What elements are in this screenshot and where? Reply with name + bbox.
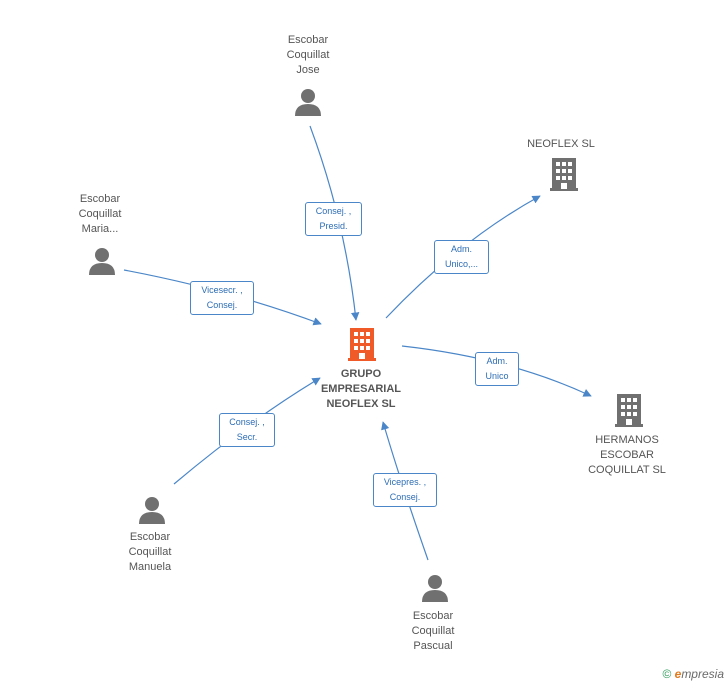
building-icon[interactable]: [348, 328, 376, 361]
label-line: Escobar: [287, 34, 329, 46]
edge-label-line: Unico,...: [444, 259, 478, 269]
edge-label-line: Vicepres. ,: [383, 477, 427, 487]
edge-label-maria[interactable]: Vicesecr. , Consej.: [190, 281, 254, 315]
label-line: Maria...: [81, 223, 119, 235]
building-icon[interactable]: [550, 158, 578, 191]
edge-label-line: Unico: [485, 371, 509, 381]
label-line: Coquillat: [78, 208, 122, 220]
label-line: Escobar: [79, 193, 121, 205]
label-line: Escobar: [129, 531, 171, 543]
center-company-label[interactable]: GRUPO EMPRESARIAL NEOFLEX SL: [306, 367, 416, 412]
label-line: Coquillat: [286, 49, 330, 61]
company-label-neoflex[interactable]: NEOFLEX SL: [514, 137, 608, 152]
edge-label-line: Consej. ,: [229, 417, 265, 427]
label-line: NEOFLEX SL: [326, 398, 396, 410]
person-label-maria[interactable]: Escobar Coquillat Maria...: [58, 192, 142, 237]
edge-label-line: Consej. ,: [315, 206, 352, 216]
edge-label-line: Adm.: [450, 244, 472, 254]
copyright-icon: ©: [662, 667, 672, 681]
label-line: ESCOBAR: [600, 449, 654, 461]
edge-label-jose[interactable]: Consej. , Presid.: [305, 202, 362, 236]
label-line: Jose: [296, 64, 320, 76]
label-line: NEOFLEX SL: [527, 138, 595, 150]
label-line: Pascual: [413, 640, 453, 652]
edge-label-line: Vicesecr. ,: [201, 285, 243, 295]
building-icon[interactable]: [615, 394, 643, 427]
label-line: HERMANOS: [595, 434, 659, 446]
brand-logo-text: mpresia: [681, 667, 724, 681]
label-line: Coquillat: [411, 625, 455, 637]
person-label-jose[interactable]: Escobar Coquillat Jose: [266, 33, 350, 78]
person-icon[interactable]: [89, 248, 115, 275]
label-line: Manuela: [128, 561, 172, 573]
person-icon[interactable]: [422, 575, 448, 602]
edge-label-line: Consej.: [389, 492, 421, 502]
edge-label-hermanos[interactable]: Adm. Unico: [475, 352, 519, 386]
person-icon[interactable]: [139, 497, 165, 524]
person-icon[interactable]: [295, 89, 321, 116]
edge-label-line: Consej.: [206, 300, 238, 310]
edge-label-line: Secr.: [236, 432, 258, 442]
brand-logo-initial: e: [674, 667, 682, 681]
edge-label-pascual[interactable]: Vicepres. , Consej.: [373, 473, 437, 507]
person-label-pascual[interactable]: Escobar Coquillat Pascual: [391, 609, 475, 654]
edge-label-line: Adm.: [486, 356, 508, 366]
label-line: COQUILLAT SL: [588, 464, 666, 476]
edge-label-line: Presid.: [319, 221, 348, 231]
edge-label-neoflex[interactable]: Adm. Unico,...: [434, 240, 489, 274]
edge-label-manuela[interactable]: Consej. , Secr.: [219, 413, 275, 447]
person-label-manuela[interactable]: Escobar Coquillat Manuela: [108, 530, 192, 575]
brand-footer: © empresia: [662, 667, 724, 681]
label-line: EMPRESARIAL: [320, 383, 402, 395]
company-label-hermanos[interactable]: HERMANOS ESCOBAR COQUILLAT SL: [577, 433, 677, 478]
label-line: Coquillat: [128, 546, 172, 558]
label-line: GRUPO: [340, 368, 382, 380]
label-line: Escobar: [412, 610, 454, 622]
